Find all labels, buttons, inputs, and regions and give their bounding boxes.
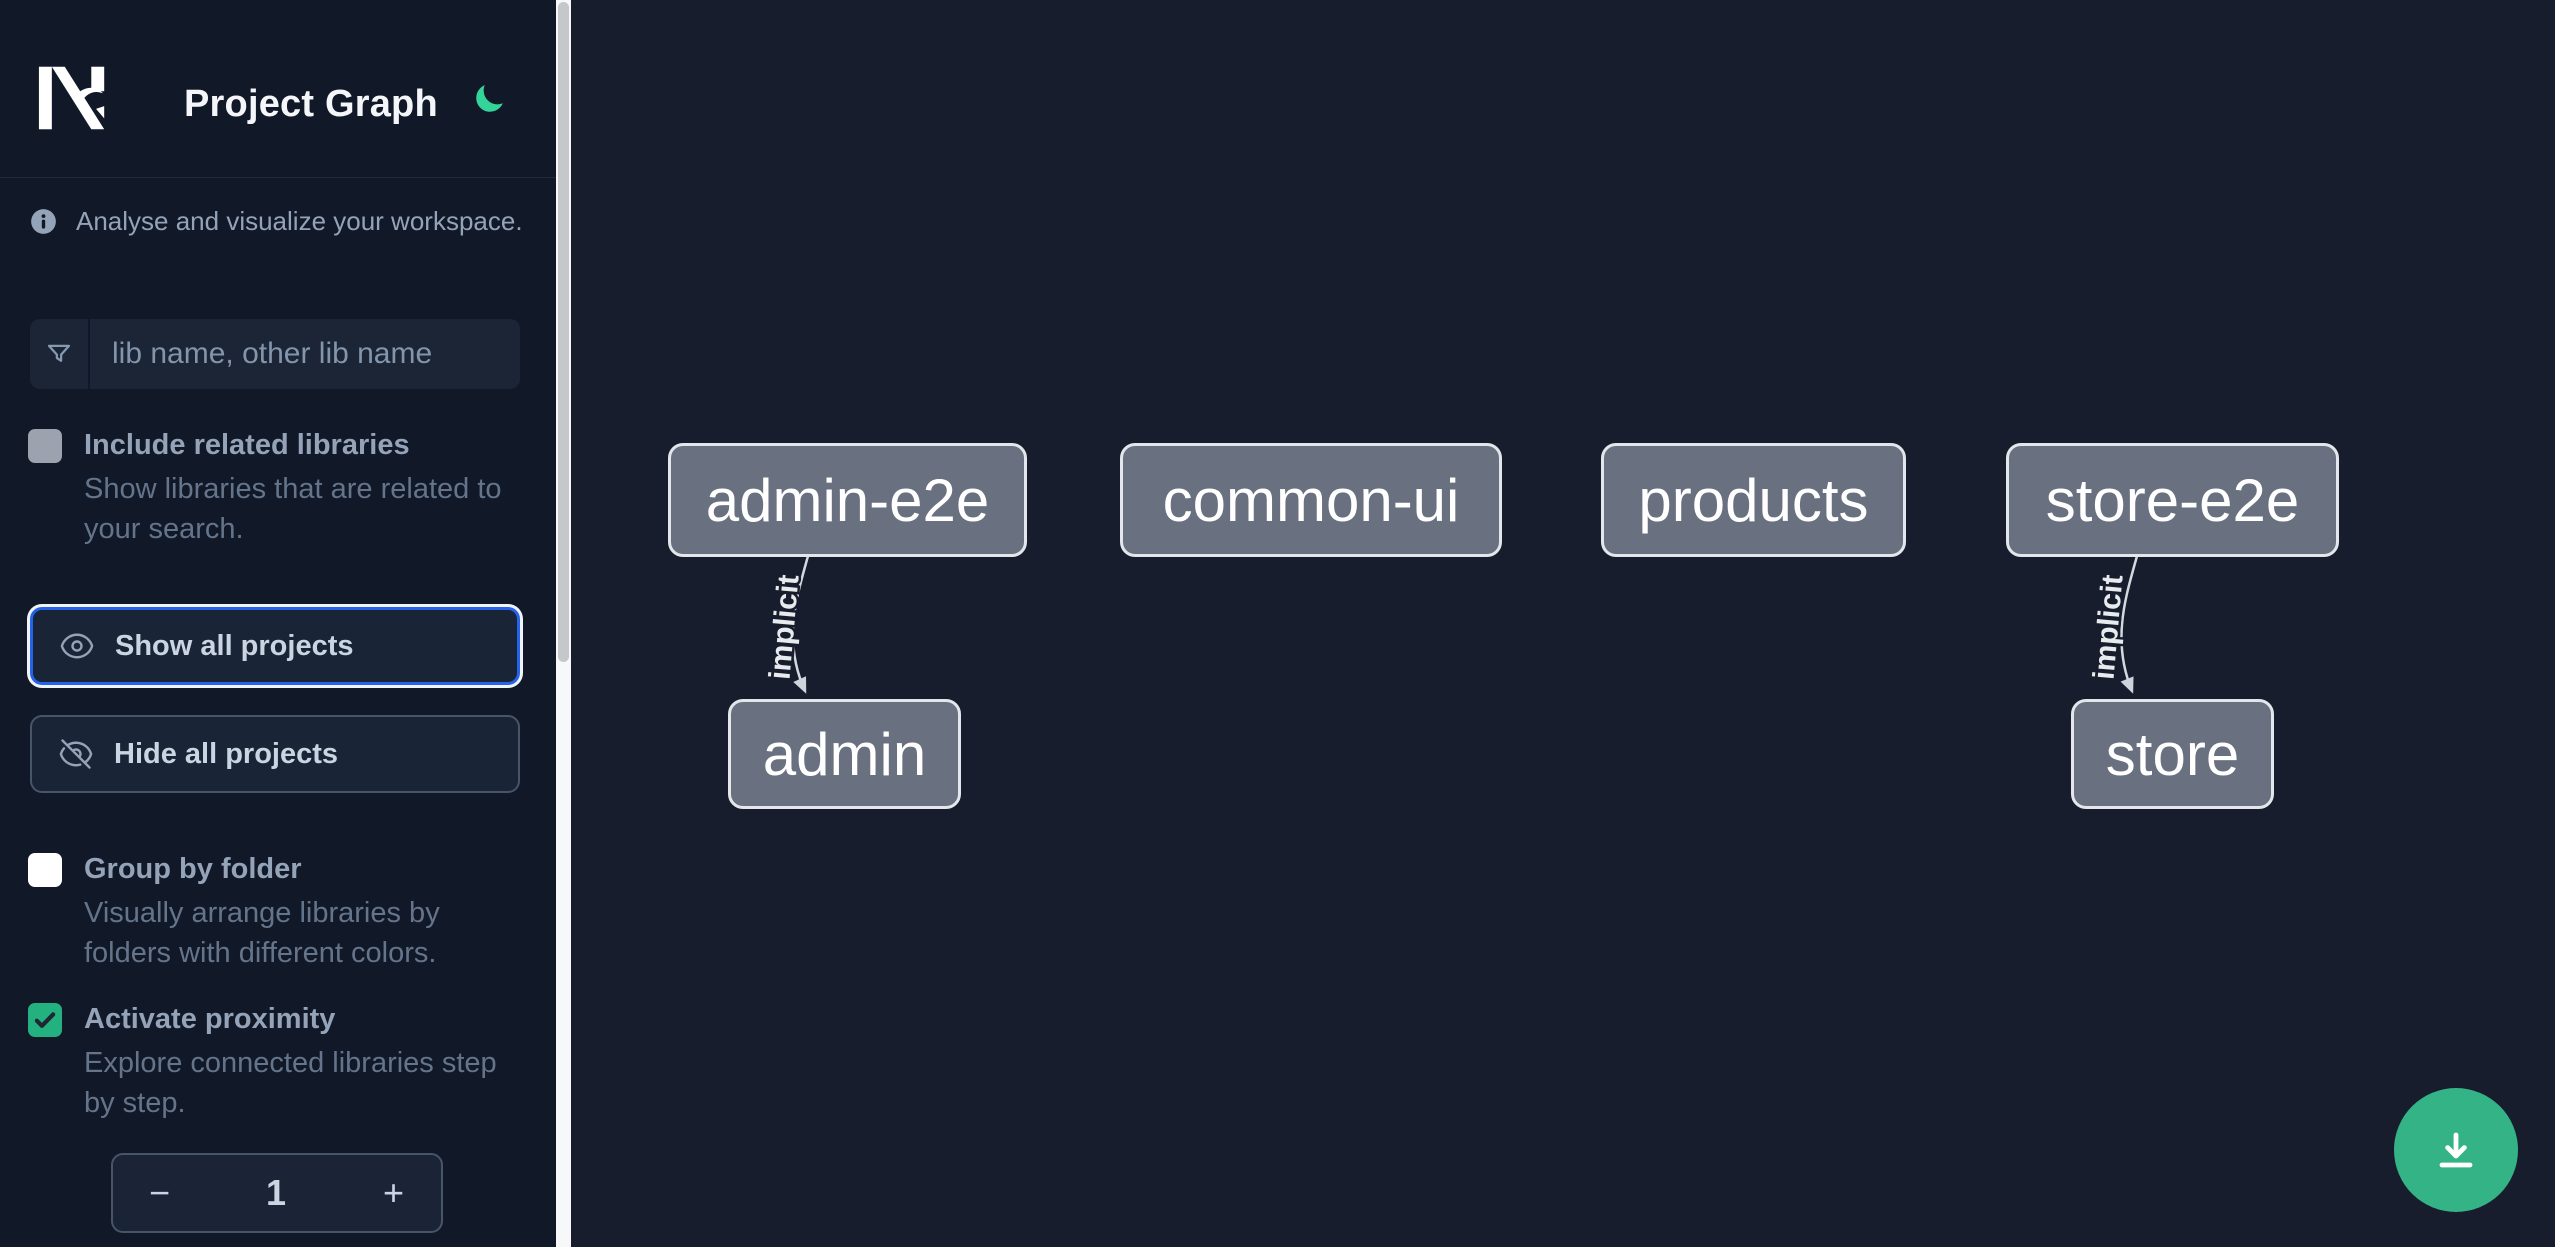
eye-icon: [60, 633, 94, 659]
proximity-decrement-button[interactable]: −: [113, 1155, 206, 1231]
proximity-stepper: − 1 +: [111, 1153, 443, 1233]
info-icon: [31, 209, 56, 234]
project-node-store[interactable]: store: [2071, 699, 2274, 809]
include-related-checkbox[interactable]: [28, 429, 62, 463]
show-all-projects-button[interactable]: Show all projects: [30, 607, 520, 685]
sidebar-scrollbar-thumb[interactable]: [558, 2, 569, 662]
include-related-label: Include related libraries: [84, 429, 410, 461]
checkmark-icon: [34, 1012, 56, 1028]
show-all-projects-label: Show all projects: [115, 629, 354, 662]
nx-logo-icon: [38, 66, 105, 130]
graph-edges-layer: implicit implicit: [761, 555, 2139, 694]
hide-all-projects-label: Hide all projects: [114, 737, 339, 770]
sidebar-scrollbar-track: [556, 0, 571, 1247]
project-node-products[interactable]: products: [1601, 443, 1906, 557]
include-related-desc-line: your search.: [84, 513, 244, 545]
activate-proximity-checkbox[interactable]: [28, 1003, 62, 1037]
group-by-folder-label: Group by folder: [84, 853, 302, 885]
edge-label-implicit: implicit: [764, 573, 806, 681]
sidebar: Project Graph Analyse and visualize your…: [0, 0, 556, 1247]
group-by-folder-texts: Group by folder Visually arrange librari…: [84, 851, 440, 973]
project-node-admin-e2e[interactable]: admin-e2e: [668, 443, 1027, 557]
project-node-admin[interactable]: admin: [728, 699, 961, 809]
graph-canvas[interactable]: implicit implicit admin-e2e common-ui pr…: [571, 0, 2555, 1247]
filter-box: [30, 319, 520, 389]
edge-label-implicit: implicit: [2088, 573, 2130, 681]
proximity-increment-button[interactable]: +: [346, 1155, 441, 1231]
group-by-folder-desc-line: Visually arrange libraries by: [84, 897, 440, 929]
sidebar-header: Project Graph: [0, 0, 556, 178]
edge-admin-e2e-admin[interactable]: [791, 555, 810, 694]
group-by-folder-desc-line: folders with different colors.: [84, 937, 437, 969]
activate-proximity-label: Activate proximity: [84, 1003, 336, 1035]
activate-proximity-desc-line: by step.: [84, 1087, 186, 1119]
group-by-folder-checkbox[interactable]: [28, 853, 62, 887]
download-icon: [2439, 1132, 2473, 1168]
include-related-desc-line: Show libraries that are related to: [84, 473, 502, 505]
project-node-common-ui[interactable]: common-ui: [1120, 443, 1502, 557]
activate-proximity-row: Activate proximity Explore connected lib…: [28, 1001, 528, 1123]
edge-store-e2e-store[interactable]: [2120, 555, 2139, 694]
page-title: Project Graph: [184, 83, 438, 125]
proximity-value: 1: [265, 1172, 287, 1213]
group-by-folder-row: Group by folder Visually arrange librari…: [28, 851, 528, 973]
filter-input[interactable]: [90, 319, 520, 389]
workspace-intro: Analyse and visualize your workspace.: [30, 206, 523, 237]
intro-text: Analyse and visualize your workspace.: [76, 206, 523, 236]
include-related-row: Include related libraries Show libraries…: [28, 427, 528, 549]
activate-proximity-desc-line: Explore connected libraries step: [84, 1047, 497, 1079]
eye-slash-icon: [59, 739, 93, 769]
theme-toggle-button[interactable]: [469, 80, 509, 120]
download-image-button[interactable]: [2394, 1088, 2518, 1212]
moon-icon: [476, 84, 503, 112]
activate-proximity-texts: Activate proximity Explore connected lib…: [84, 1001, 497, 1123]
project-node-store-e2e[interactable]: store-e2e: [2006, 443, 2339, 557]
include-related-texts: Include related libraries Show libraries…: [84, 427, 502, 549]
hide-all-projects-button[interactable]: Hide all projects: [30, 715, 520, 793]
funnel-icon: [30, 319, 90, 389]
